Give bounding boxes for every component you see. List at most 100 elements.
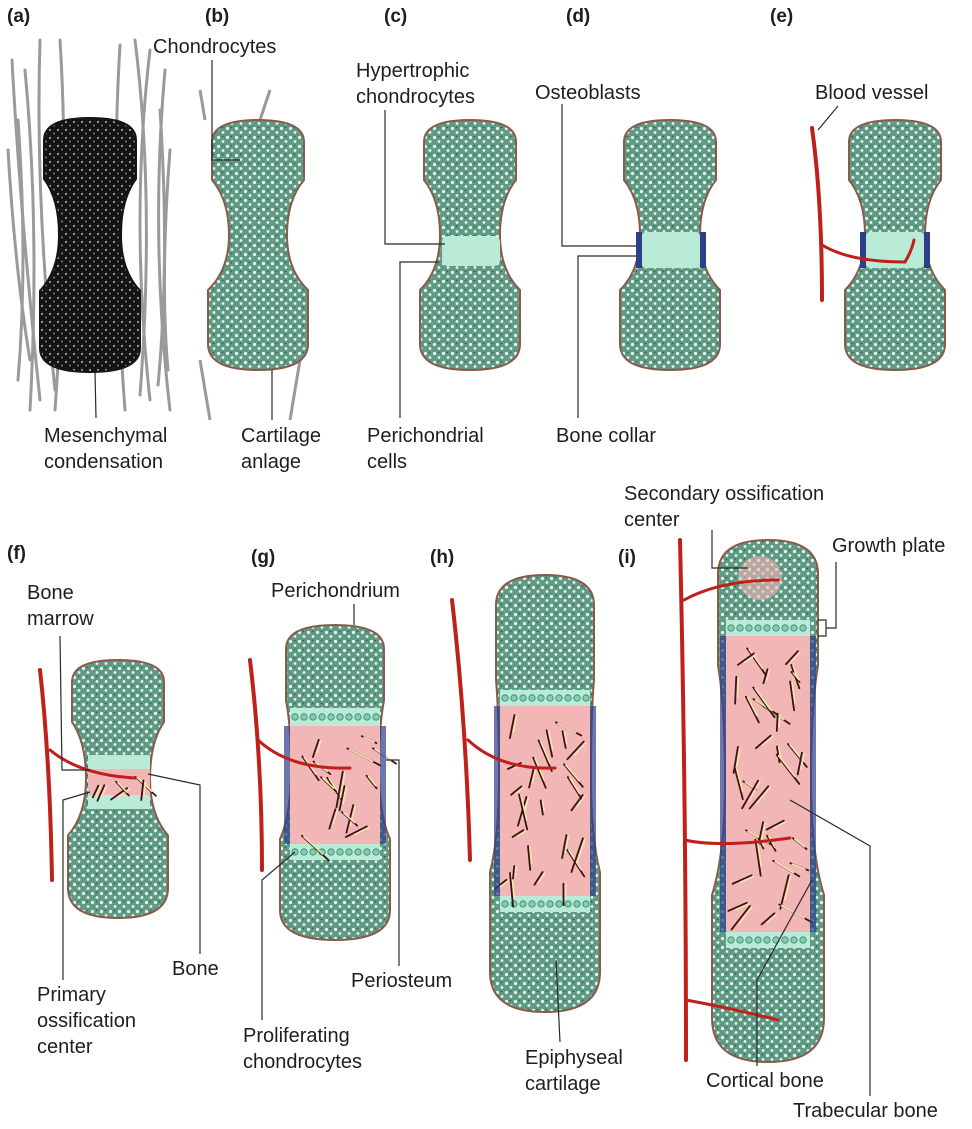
cell: [538, 695, 544, 701]
blood-vessel-e: [812, 128, 822, 300]
trabecular-bone-label: Trabecular bone: [793, 1098, 938, 1124]
cartilage-anlage-label: Cartilage anlage: [241, 423, 321, 475]
cell: [337, 714, 343, 720]
panel-d-letter: (d): [566, 4, 590, 30]
cell: [538, 901, 544, 907]
cell: [355, 714, 361, 720]
mesenchymal-condensation: [40, 118, 140, 372]
periosteum-label: Periosteum: [351, 968, 452, 994]
blood-vessel-h: [452, 600, 470, 860]
hypertrophic-chondrocytes-label: Hypertrophic chondrocytes: [356, 58, 475, 110]
bone-collar-label: Bone collar: [556, 423, 656, 449]
hypertrophic-band-f-top: [88, 755, 150, 769]
panel-i-letter: (i): [618, 545, 636, 571]
leader-mesenchymal: [95, 372, 96, 418]
panel-h-letter: (h): [430, 545, 454, 571]
cell: [328, 714, 334, 720]
cell: [755, 625, 761, 631]
cell: [800, 937, 806, 943]
cell: [346, 714, 352, 720]
cell: [746, 937, 752, 943]
bone-label: Bone: [172, 956, 219, 982]
primary-ossification-center-label: Primary ossification center: [37, 982, 136, 1060]
cortical-bone-right: [810, 636, 816, 932]
trabecula: [513, 866, 514, 879]
perichondrium-label: Perichondrium: [271, 578, 400, 604]
fiber: [200, 360, 210, 420]
cell: [556, 695, 562, 701]
trabecula-bone: [515, 867, 516, 876]
panel-c-letter: (c): [384, 4, 407, 30]
cell: [583, 901, 589, 907]
cell: [800, 625, 806, 631]
cell: [355, 849, 361, 855]
cell: [319, 714, 325, 720]
cell: [755, 937, 761, 943]
cell: [791, 937, 797, 943]
cortical-bone-label: Cortical bone: [706, 1068, 824, 1094]
cell: [373, 849, 379, 855]
secondary-ossification-marrow: [738, 556, 782, 600]
cell: [502, 901, 508, 907]
cell: [737, 937, 743, 943]
trabecula-bone: [779, 715, 780, 727]
bone-collar-e-right: [924, 232, 930, 268]
growth-plate-top-cells: [728, 625, 806, 631]
cell: [574, 695, 580, 701]
cell: [301, 714, 307, 720]
cell: [547, 901, 553, 907]
cell: [520, 901, 526, 907]
cell: [764, 625, 770, 631]
cell: [511, 695, 517, 701]
epiphyseal-cartilage-label: Epiphyseal cartilage: [525, 1045, 623, 1097]
cell: [737, 625, 743, 631]
bone-collar-left: [636, 232, 642, 268]
fiber: [290, 360, 300, 420]
cell: [301, 849, 307, 855]
blood-vessel-g: [250, 660, 262, 870]
chondrocytes-label: Chondrocytes: [153, 34, 276, 60]
cortex-h-left: [494, 706, 500, 896]
cell: [782, 625, 788, 631]
bone-collar-right: [700, 232, 706, 268]
panel-f-letter: (f): [7, 541, 26, 567]
bone-collar-e-left: [860, 232, 866, 268]
hypertrophic-zone: [442, 236, 500, 266]
growth-plate-bottom-cells: [728, 937, 806, 943]
cortex-h-right: [590, 706, 596, 896]
cell: [364, 849, 370, 855]
blood-vessel-label: Blood vessel: [815, 80, 928, 106]
cell: [583, 695, 589, 701]
growth-plate-label: Growth plate: [832, 533, 945, 559]
leader-blood-vessel: [818, 106, 838, 130]
periosteum-g-left: [284, 726, 290, 844]
cell: [565, 695, 571, 701]
cell: [529, 901, 535, 907]
cell: [520, 695, 526, 701]
bone-marrow-label: Bone marrow: [27, 580, 94, 632]
panel-e-letter: (e): [770, 4, 793, 30]
fiber: [12, 60, 40, 400]
leader-growth-plate: [818, 562, 836, 636]
cell: [364, 714, 370, 720]
cell: [346, 849, 352, 855]
cortical-bone-left: [720, 636, 726, 932]
fiber: [260, 90, 270, 120]
cell: [292, 714, 298, 720]
mesenchymal-condensation-label: Mesenchymal condensation: [44, 423, 167, 475]
panel-g-letter: (g): [251, 545, 275, 571]
cell: [373, 714, 379, 720]
illustrations: [8, 40, 945, 1062]
cell: [574, 901, 580, 907]
proliferating-chondrocytes-label: Proliferating chondrocytes: [243, 1023, 362, 1075]
cell: [764, 937, 770, 943]
fiber: [164, 150, 170, 370]
cartilage-anlage: [208, 120, 308, 370]
cell: [728, 625, 734, 631]
hypertrophic-zone-d: [642, 232, 700, 268]
cell: [746, 625, 752, 631]
cell: [782, 937, 788, 943]
trabecula-bone: [737, 678, 738, 697]
